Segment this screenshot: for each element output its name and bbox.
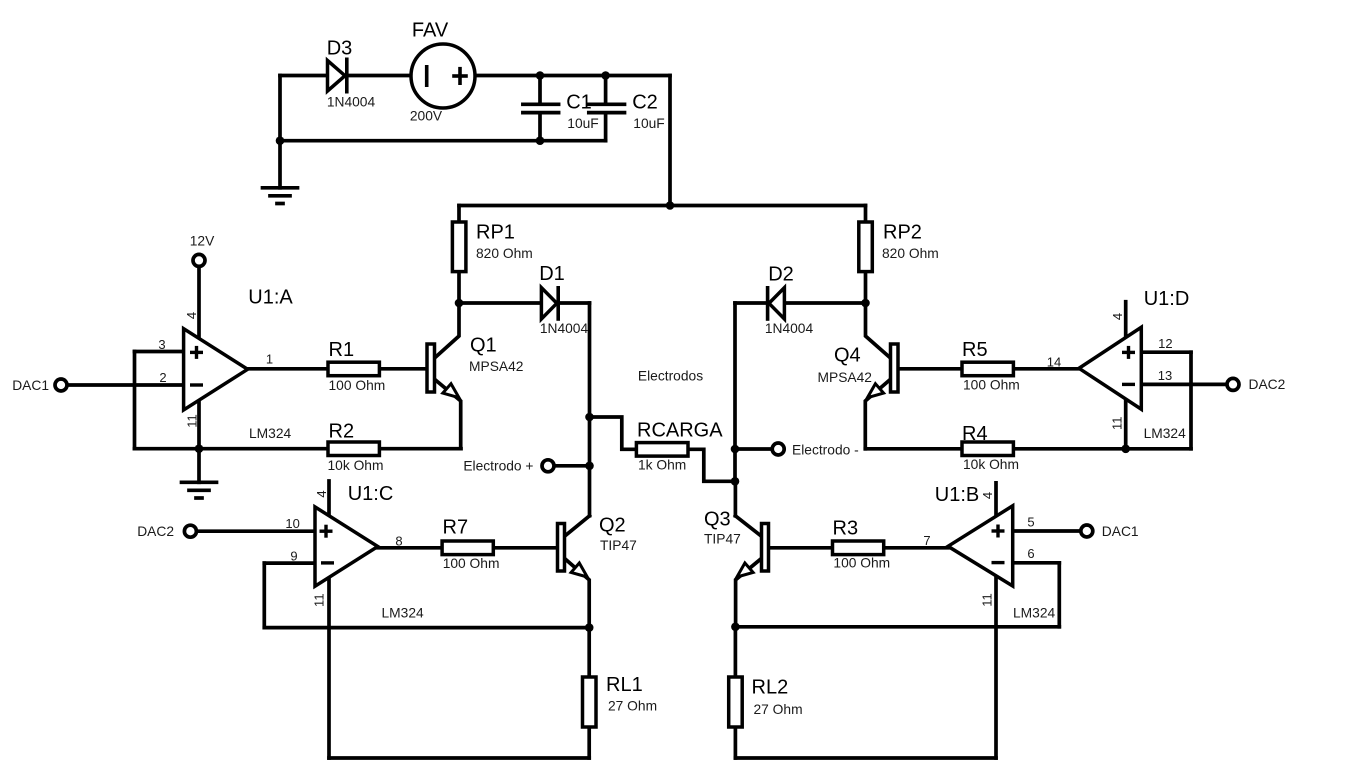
svg-text:27 Ohm: 27 Ohm	[608, 699, 657, 714]
svg-text:1N4004: 1N4004	[765, 321, 814, 336]
svg-text:100 Ohm: 100 Ohm	[963, 378, 1020, 393]
svg-text:10uF: 10uF	[633, 116, 664, 131]
svg-text:R7: R7	[443, 517, 469, 539]
svg-text:R1: R1	[329, 339, 355, 361]
svg-text:LM324: LM324	[382, 606, 425, 621]
svg-text:Electrodo -: Electrodo -	[792, 443, 859, 458]
svg-text:14: 14	[1047, 355, 1061, 370]
svg-text:C1: C1	[566, 92, 592, 114]
svg-text:11: 11	[312, 593, 327, 607]
svg-text:DAC1: DAC1	[12, 378, 49, 393]
svg-text:1N4004: 1N4004	[540, 321, 589, 336]
svg-text:Q2: Q2	[599, 515, 626, 537]
svg-text:DAC2: DAC2	[1249, 377, 1286, 392]
svg-text:10k Ohm: 10k Ohm	[328, 458, 384, 473]
svg-text:13: 13	[1158, 368, 1172, 383]
svg-text:12V: 12V	[190, 234, 215, 249]
svg-text:LM324: LM324	[249, 426, 292, 441]
svg-text:11: 11	[1110, 417, 1125, 431]
svg-text:Q1: Q1	[470, 335, 497, 357]
svg-text:Electrodos: Electrodos	[638, 369, 703, 384]
svg-text:Q3: Q3	[704, 509, 731, 531]
svg-text:U1:A: U1:A	[248, 287, 293, 309]
svg-text:FAV: FAV	[412, 20, 449, 42]
svg-text:100 Ohm: 100 Ohm	[833, 556, 890, 571]
svg-text:3: 3	[158, 337, 165, 352]
svg-text:9: 9	[290, 549, 297, 564]
svg-text:U1:C: U1:C	[348, 483, 394, 505]
svg-text:MPSA42: MPSA42	[818, 370, 872, 385]
svg-text:RL2: RL2	[752, 677, 789, 699]
svg-text:C2: C2	[632, 92, 658, 114]
svg-text:100 Ohm: 100 Ohm	[329, 378, 386, 393]
svg-text:R3: R3	[833, 518, 859, 540]
svg-text:DAC2: DAC2	[137, 524, 174, 539]
svg-text:820 Ohm: 820 Ohm	[476, 246, 533, 261]
svg-text:D2: D2	[768, 264, 794, 286]
svg-text:27 Ohm: 27 Ohm	[754, 702, 803, 717]
svg-text:8: 8	[395, 534, 402, 549]
svg-text:7: 7	[923, 533, 930, 548]
svg-text:DAC1: DAC1	[1102, 524, 1139, 539]
svg-text:MPSA42: MPSA42	[469, 359, 523, 374]
svg-text:820 Ohm: 820 Ohm	[882, 246, 939, 261]
svg-text:RP2: RP2	[883, 222, 922, 244]
svg-text:4: 4	[1110, 313, 1125, 320]
svg-text:R2: R2	[329, 421, 355, 443]
svg-text:LM324: LM324	[1013, 606, 1056, 621]
svg-text:6: 6	[1027, 546, 1034, 561]
svg-text:100 Ohm: 100 Ohm	[443, 556, 500, 571]
svg-text:11: 11	[185, 414, 200, 428]
svg-text:Q4: Q4	[834, 344, 861, 366]
svg-text:1N4004: 1N4004	[327, 95, 376, 110]
svg-text:12: 12	[1158, 336, 1172, 351]
svg-text:4: 4	[980, 492, 995, 499]
svg-text:R5: R5	[962, 339, 988, 361]
svg-text:Electrodo +: Electrodo +	[463, 459, 533, 474]
svg-text:200V: 200V	[410, 109, 443, 124]
svg-text:4: 4	[184, 312, 199, 319]
svg-text:10k Ohm: 10k Ohm	[963, 457, 1019, 472]
svg-text:1k Ohm: 1k Ohm	[638, 458, 686, 473]
svg-text:RL1: RL1	[606, 674, 643, 696]
svg-text:D3: D3	[327, 38, 353, 60]
svg-text:RCARGA: RCARGA	[637, 420, 723, 442]
svg-text:10uF: 10uF	[567, 116, 598, 131]
svg-text:1: 1	[266, 352, 273, 367]
svg-text:10: 10	[285, 516, 299, 531]
svg-text:TIP47: TIP47	[600, 538, 637, 553]
svg-text:U1:B: U1:B	[935, 484, 979, 506]
svg-text:U1:D: U1:D	[1144, 288, 1190, 310]
svg-text:RP1: RP1	[476, 222, 515, 244]
svg-text:2: 2	[159, 370, 166, 385]
svg-text:D1: D1	[539, 263, 565, 285]
svg-text:5: 5	[1027, 515, 1034, 530]
svg-text:11: 11	[980, 593, 995, 607]
svg-text:4: 4	[314, 490, 329, 497]
svg-text:LM324: LM324	[1144, 426, 1187, 441]
svg-text:R4: R4	[962, 423, 988, 445]
svg-text:TIP47: TIP47	[704, 531, 741, 546]
